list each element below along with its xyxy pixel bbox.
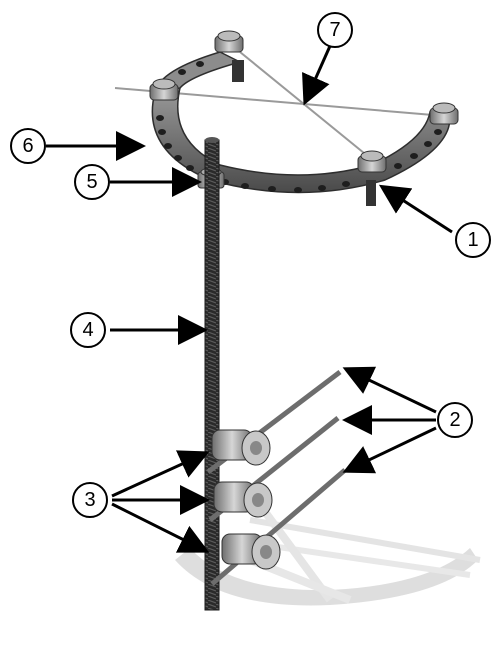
half-ring	[151, 51, 451, 194]
arrow-2c	[342, 426, 437, 474]
wire-fixation-bolt	[429, 102, 459, 125]
callout-7: 7	[317, 12, 353, 48]
callout-label-7: 7	[329, 19, 340, 41]
pin-clamp	[221, 533, 281, 570]
callout-1: 1	[455, 222, 491, 258]
pin-clamp	[213, 481, 273, 518]
floor-shadow	[175, 502, 481, 606]
callout-label-4: 4	[82, 319, 93, 341]
arrow-2a	[342, 366, 437, 414]
arrow-3a	[111, 450, 210, 498]
callout-2: 2	[437, 402, 473, 438]
callout-6: 6	[10, 128, 46, 164]
arrow-1	[378, 184, 453, 234]
threaded-rod	[204, 137, 220, 611]
callout-3: 3	[72, 482, 108, 518]
callout-label-1: 1	[467, 229, 478, 251]
callout-label-6: 6	[22, 135, 33, 157]
arrow-7	[302, 45, 332, 106]
callout-4: 4	[70, 312, 106, 348]
callout-arrows	[46, 45, 453, 553]
callout-label-5: 5	[86, 171, 97, 193]
callout-label-3: 3	[84, 489, 95, 511]
wire-fixation-bolt	[214, 30, 244, 82]
wire-fixation-bolt	[357, 150, 387, 206]
callout-5: 5	[74, 164, 110, 200]
callout-label-2: 2	[449, 409, 460, 431]
arrow-3c	[111, 502, 210, 553]
wire-fixation-bolt	[149, 78, 179, 101]
pin-clamp	[211, 429, 271, 466]
